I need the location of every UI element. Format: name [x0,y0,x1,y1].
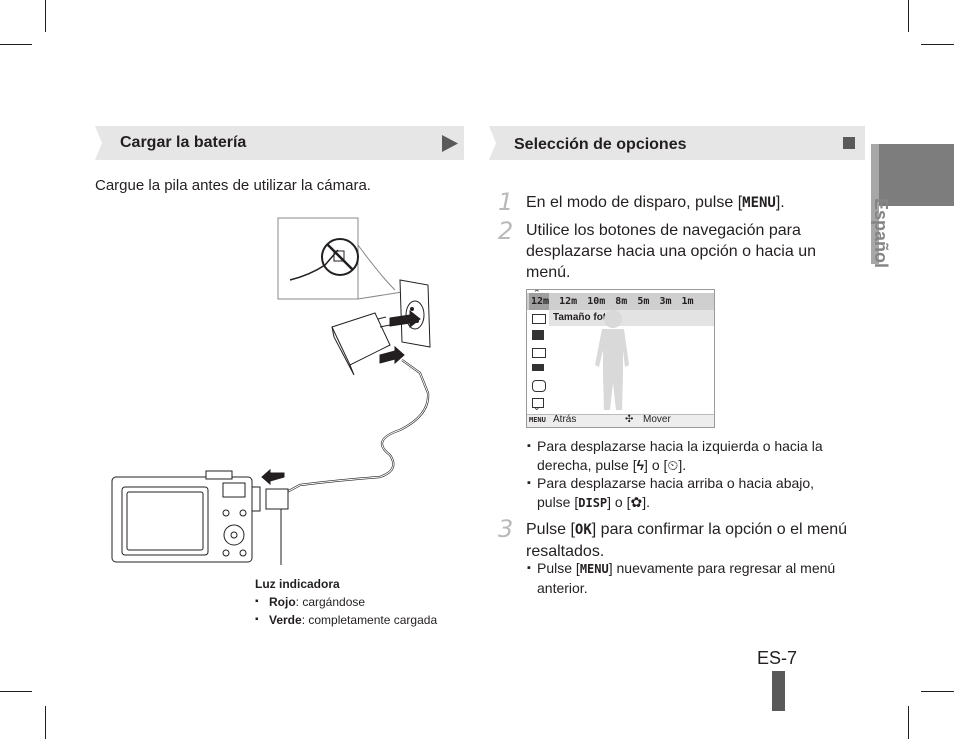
nav-cross-icon: ✣ [625,414,634,425]
language-tab-bar [871,144,879,264]
disp-button-key: DISP [578,496,608,510]
back-key: MENU [529,416,546,424]
language-tab [871,144,954,206]
menu-icon [532,314,546,324]
size-options: 12m 12m 10m 8m 5m 3m 1m [531,296,694,307]
menu-icon [532,330,544,340]
light-name: Verde [269,613,302,627]
menu-icon [532,364,544,371]
menu-icon [532,398,544,408]
scroll-down-icon: ⌄ [533,402,541,412]
move-label: Mover [643,414,671,425]
section-header-charging: Cargar la batería [95,126,464,160]
section-title: Cargar la batería [120,134,247,151]
language-label: Español [871,198,891,269]
play-arrow-icon [442,135,458,152]
menu-button-key: MENU [742,195,776,211]
bullet-mark: ▪ [527,440,531,452]
step-1-text: En el modo de disparo, pulse [MENU]. [526,194,785,211]
page-number: ES-7 [757,648,798,668]
back-label: Atrás [553,414,577,425]
bullet-mark: ▪ [527,477,531,489]
menu-icon [532,380,546,392]
section-header-options: Selección de opciones [489,126,865,160]
crop-mark [45,0,46,32]
list-item: ▪ Verde: completamente cargada [255,611,437,629]
bullet-mark: ▪ [255,614,259,625]
list-item: ▪ Pulse [MENU] nuevamente para regresar … [527,560,836,596]
light-desc: : completamente cargada [301,613,438,627]
macro-icon: ✿ [630,494,643,510]
timer-icon: ⏲ [667,457,679,473]
crop-mark [921,44,954,45]
crop-mark [908,0,909,32]
page-number-bar [772,671,785,711]
highlight-bar [549,310,714,326]
step-number: 2 [498,217,514,245]
light-name: Rojo [269,595,296,609]
size-selected [529,293,549,310]
ok-button-key: OK [574,522,592,538]
camera-menu-screen: ⌃ 12m 12m 10m 8m 5m 3m 1m Tamaño foto ME… [526,289,715,428]
crop-mark [45,706,46,739]
light-desc: : cargándose [295,595,366,609]
crop-mark [0,44,32,45]
menu-button-key: MENU [579,562,609,576]
crop-mark [0,691,32,692]
flash-icon: ϟ [636,457,645,473]
screen-footer [527,414,714,427]
crop-mark [908,706,909,739]
bullet-mark: ▪ [527,562,531,574]
size-row [527,293,714,310]
indicator-light-legend: Luz indicadora ▪ Rojo: cargándose ▪ Verd… [255,575,437,629]
step-3-text: Pulse [OK] para confirmar la opción o el… [526,521,848,560]
list-item: ▪ Rojo: cargándose [255,593,437,611]
list-item: ▪ Para desplazarse hacia la izquierda o … [527,438,823,473]
section-title: Selección de opciones [514,136,687,153]
square-icon [843,137,855,149]
indicator-light-label: Luz indicadora [255,577,340,591]
intro-text: Cargue la pila antes de utilizar la cáma… [95,177,371,194]
menu-item-photo-size: Tamaño foto [553,312,613,323]
step-number: 3 [498,515,514,543]
menu-icon-column [527,310,549,415]
crop-mark [921,691,954,692]
step-number: 1 [498,188,514,216]
menu-icon [532,348,546,358]
silhouette-image [595,310,629,410]
bullet-mark: ▪ [255,596,259,607]
step-2-text: Utilice los botones de navegación para d… [526,222,816,281]
list-item: ▪ Para desplazarse hacia arriba o hacia … [527,475,815,510]
charging-illustration [111,217,431,565]
